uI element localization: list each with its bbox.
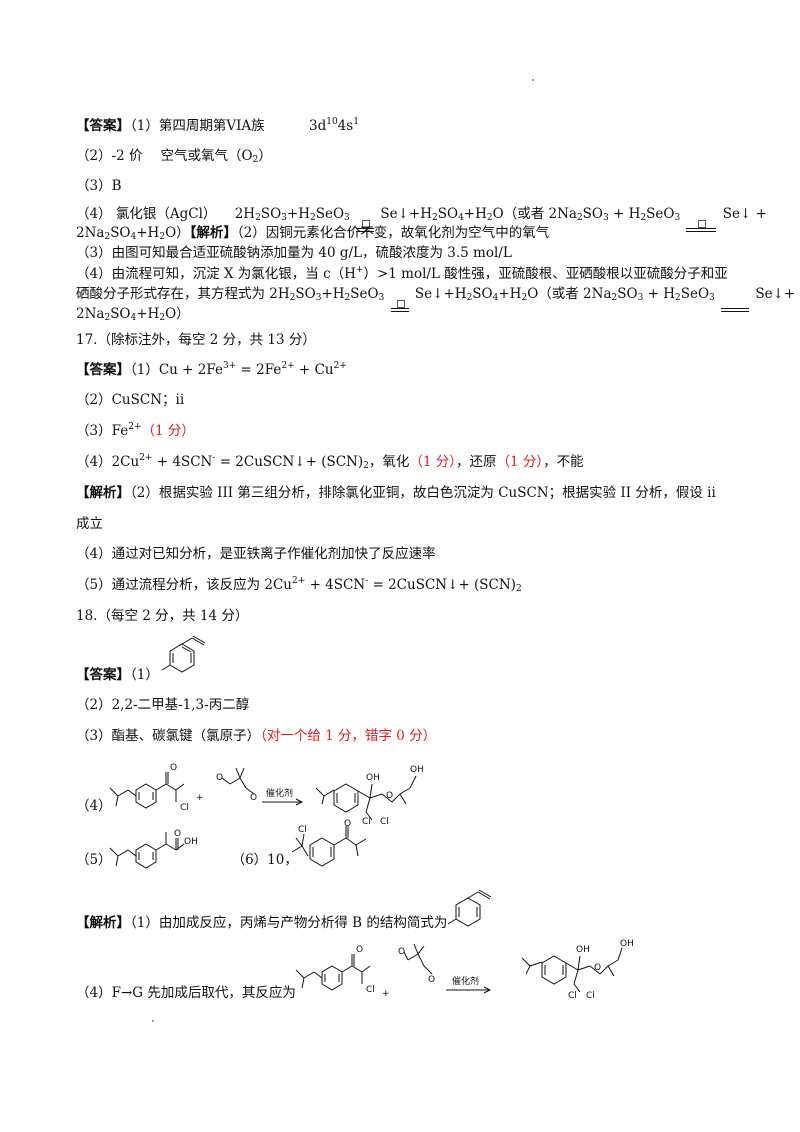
atom-o: O (386, 791, 393, 801)
atom-cl: Cl (180, 803, 189, 813)
q18-header: 18.（每空 2 分，共 14 分） (76, 608, 249, 624)
atom-oh: OH (184, 837, 198, 847)
atom-o: O (250, 793, 257, 803)
atom-oh: OH (576, 945, 590, 955)
atom-o: O (216, 773, 223, 783)
q16-jiexi-4-cont: 硒酸分子形式存在，其方程式为 2H2SO3+H2SeO3 Se↓+H2SO4+H… (76, 285, 795, 312)
q17-answer-2: （2）CuSCN；ii (76, 392, 185, 408)
q18-answer-5-label: （5）（6）10， (76, 852, 298, 868)
atom-oh: OH (366, 773, 380, 783)
atom-cl: Cl (568, 991, 577, 1001)
q17-jiexi-5: （5）通过流程分析，该反应为 2Cu2+ + 4SCN- = 2CuSCN↓+ … (76, 576, 522, 594)
q16-jiexi-4-cont2: 2Na2SO4+H2O） (76, 306, 190, 323)
q16-jiexi-3: （3）由图可知最合适亚硫酸钠添加量为 40 g/L，硫酸浓度为 3.5 mol/… (76, 245, 512, 261)
structure-ibuprofen: O OH (109, 829, 198, 869)
atom-cl: Cl (298, 825, 307, 835)
catalyst-label: 催化剂 (452, 975, 479, 987)
scan-dot (532, 79, 534, 81)
q18-answer-2: （2）2,2-二甲基-1,3-丙二醇 (76, 697, 250, 713)
q17-answer-1: 【答案】（1）Cu + 2Fe3+ = 2Fe2+ + Cu2+ (76, 361, 347, 379)
q17-answer-4: （4）2Cu2+ + 4SCN- = 2CuSCN↓+ (SCN)2，氧化（1 … (76, 453, 584, 471)
q16-answer-3: （3）B (76, 178, 122, 194)
plus-sign: + (382, 989, 390, 999)
q18-answer-4-label: （4） (76, 798, 112, 814)
plus-sign: + (196, 793, 204, 803)
atom-cl: Cl (586, 991, 595, 1001)
q16-answer-1: 【答案】（1）第四周期第VIA族 3d104s1 (76, 117, 359, 135)
atom-oh: OH (620, 939, 634, 949)
q18-jiexi-1: 【解析】（1）由加成反应，丙烯与产物分析得 B 的结构简式为 (76, 915, 448, 931)
atom-o: O (170, 763, 177, 773)
atom-cl: Cl (362, 817, 371, 827)
q16-answer-2: （2）-2 价空气或氧气（O2） (76, 148, 272, 165)
catalyst-label: 催化剂 (266, 787, 293, 799)
atom-o: O (428, 975, 435, 985)
reaction-f-to-g: O Cl + O O 催化剂 OH O OH Cl Cl (295, 939, 634, 1001)
atom-cl: Cl (366, 985, 375, 995)
q18-answer-1: 【答案】（1） (76, 667, 159, 683)
q17-answer-3: （3）Fe2+（1 分） (76, 422, 195, 440)
q17-jiexi-2: 【解析】（2）根据实验 III 第三组分析，排除氯化亚铜，故白色沉淀为 CuSC… (76, 485, 716, 501)
scan-dot (152, 1020, 154, 1022)
q17-header: 17.（除标注外，每空 2 分，共 13 分） (76, 332, 316, 348)
atom-o: O (344, 819, 351, 829)
atom-o: O (356, 945, 363, 955)
q18-jiexi-4: （4）F→G 先加成后取代，其反应为 (76, 985, 296, 1001)
reaction-4-scheme: O Cl + O O 催化剂 OH O OH Cl Cl (109, 763, 424, 827)
q17-jiexi-2-cont: 成立 (76, 516, 103, 532)
structure-answer-6: Cl O (291, 819, 367, 867)
atom-o: O (594, 963, 601, 973)
q16-jiexi-4: （4）由流程可知，沉淀 X 为氯化银，当 c（H+）>1 mol/L 酸性强，亚… (76, 265, 728, 283)
atom-oh: OH (410, 765, 424, 775)
atom-o: O (174, 829, 181, 839)
q18-answer-3: （3）酯基、碳氯键（氯原子）（对一个给 1 分，错字 0 分） (76, 728, 437, 744)
q17-jiexi-4: （4）通过对已知分析，是亚铁离子作催化剂加快了反应速率 (76, 546, 436, 562)
q16-answer-4: （4） 氯化银（AgCl） 2H2SO3+H2SeO3 Se↓+H2SO4+H2… (76, 205, 767, 232)
structure-b-methylstyrene (447, 889, 492, 927)
atom-cl: Cl (380, 817, 389, 827)
atom-o: O (398, 947, 405, 957)
structure-4-methylstyrene (161, 635, 206, 673)
q16-answer-4-cont: 2Na2SO4+H2O）【解析】（2）因铜元素化合价不变，故氧化剂为空气中的氧气 (76, 225, 550, 242)
